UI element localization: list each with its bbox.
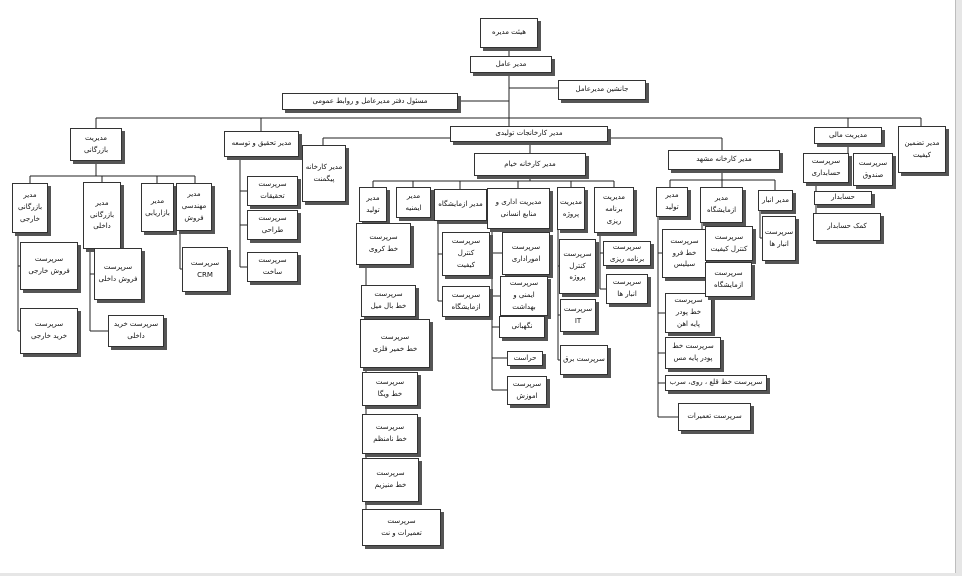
org-node-kp3: سرپرست خط خمیر فلزی [360,319,430,368]
org-node-paygment: مدیر کارخانه پیگمنت [302,145,346,202]
org-node-fin-acc: سرپرست حسابداری [803,153,849,183]
org-node-kpl2: سرپرست انبار ها [606,274,648,304]
org-node-qa: مدیر تضمین کیفیت [898,126,946,173]
org-node-k-plan: مدیریت برنامه ریزی [594,187,634,233]
org-node-crm: سرپرست CRM [182,247,228,292]
org-node-mp3: سرپرست خط پودر پایه مس [665,337,721,369]
org-node-ext-buy: سرپرست خرید خارجی [20,308,78,354]
org-node-m-prod: مدیر تولید [656,187,688,217]
org-node-ml1: سرپرست کنترل کیفیت [705,226,753,261]
org-node-ext-sales: سرپرست فروش خارجی [20,242,78,290]
org-node-ml2: سرپرست ازمایشگاه [705,262,752,297]
org-node-int-buy: سرپرست خرید داخلی [108,315,164,347]
org-node-kj2: سرپرست IT [560,299,596,332]
org-node-ka4: حراست [507,351,543,366]
org-node-kj3: سرپرست برق [560,345,608,375]
org-node-mkt: مدیر بازاریابی [141,183,174,232]
org-node-rnd: مدیر تحقیق و توسعه [224,131,299,157]
org-node-k-admin: مدیریت اداری و منابع انسانی [487,188,550,229]
org-node-ext: مدیر بازرگانی خارجی [12,183,48,233]
org-node-eng: مدیر مهندسی فروش [176,183,212,231]
org-node-kp7: سرپرست تعمیرات و نت [362,509,441,546]
org-node-mp2: سرپرست خط پودر پایه اهن [665,293,712,333]
org-node-finance: مدیریت مالی [814,127,882,144]
org-node-commerce: مدیریت بازرگانی [70,128,122,161]
org-node-int: مدیر بازرگانی داخلی [83,182,121,249]
org-node-fin-cash: سرپرست صندوق [853,153,893,186]
org-node-kl2: سرپرست ازمایشگاه [442,286,490,317]
org-node-ka5: سرپرست اموزش [507,376,547,405]
org-node-int-sales: سرپرست فروش داخلی [94,248,142,300]
org-node-m-store: مدیر انبار [758,190,793,211]
org-node-ka2: سرپرست ایمنی و بهداشت [500,276,548,316]
org-node-kp5: سرپرست خط نامنظم [362,414,418,454]
org-node-mp1: سرپرست خط فرو سیلیس [662,229,707,278]
org-node-ms1: سرپرست انبار ها [762,216,796,261]
org-node-fin-accountant: حسابدار [814,191,872,205]
org-node-mp5: سرپرست تعمیرات [678,403,751,431]
org-node-m-lab: مدیر ازمایشگاه [700,187,743,223]
org-node-k-prod: مدیر تولید [359,187,387,222]
org-node-deputy: جانشین مدیرعامل [558,80,646,100]
org-node-kp6: سرپرست خط منیزیم [362,458,419,502]
org-node-k-project: مدیریت پروژه [557,187,585,230]
org-node-kj1: سرپرست کنترل پروژه [559,239,596,294]
org-node-rnd-research: سرپرست تحقیقات [247,176,298,206]
org-node-k-lab: مدیر ازمایشگاه [434,189,487,221]
org-node-fin-asst: کمک حسابدار [813,213,881,241]
org-node-mashhad: مدیر کارخانه مشهد [668,150,780,170]
window-right-edge [955,0,962,576]
org-node-kp2: سرپرست خط بال میل [361,285,416,317]
org-node-kl1: سرپرست کنترل کیفیت [442,232,490,276]
org-node-rnd-build: سرپرست ساخت [247,252,298,282]
org-node-k-safety: مدیر ایمنیه [396,187,431,218]
org-node-board: هیئت مدیره [480,18,538,48]
org-node-ka3: نگهبانی [499,316,545,338]
org-node-ka1: سرپرست اموراداری [502,232,550,275]
org-node-office: مسئول دفتر مدیرعامل و روابط عمومی [282,93,458,110]
org-node-prod: مدیر کارخانجات تولیدی [450,126,608,142]
org-node-kp4: سرپرست خط ویگا [362,372,418,406]
org-node-ceo: مدیر عامل [470,56,552,73]
org-node-rnd-design: سرپرست طراحی [247,210,298,240]
org-node-kpl1: سرپرست برنامه ریزی [603,241,651,266]
window-bottom-edge [0,573,962,576]
org-node-mp4: سرپرست خط قلع ، روی، سرب [665,375,767,391]
org-node-kp1: سرپرست خط کروی [356,223,411,265]
org-node-khayam: مدیر کارخانه خیام [474,153,586,176]
